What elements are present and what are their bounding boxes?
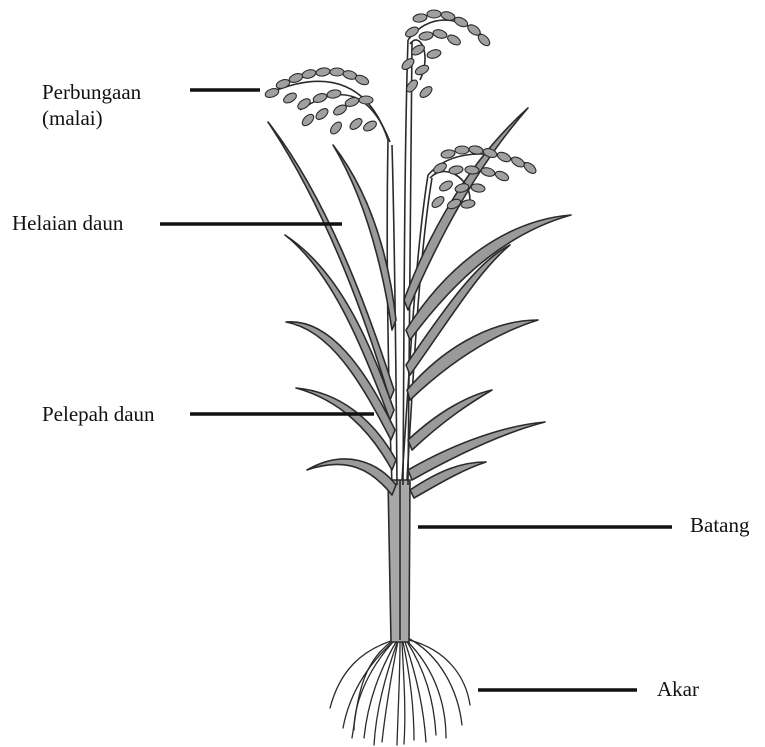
roots (330, 638, 470, 745)
label-leaf-blade: Helaian daun (12, 210, 123, 236)
leaf (296, 388, 396, 470)
label-stem: Batang (690, 512, 749, 538)
label-inflorescence: Perbungaan (malai) (42, 79, 141, 131)
label-leaf-sheath: Pelepah daun (42, 401, 155, 427)
leaf (268, 122, 394, 400)
label-inflorescence-line2: (malai) (42, 105, 141, 131)
leaf (406, 215, 571, 340)
label-inflorescence-line1: Perbungaan (42, 79, 141, 105)
label-root: Akar (657, 676, 699, 702)
leaf (407, 320, 538, 400)
main-stem (388, 480, 410, 642)
leaf (307, 459, 396, 495)
